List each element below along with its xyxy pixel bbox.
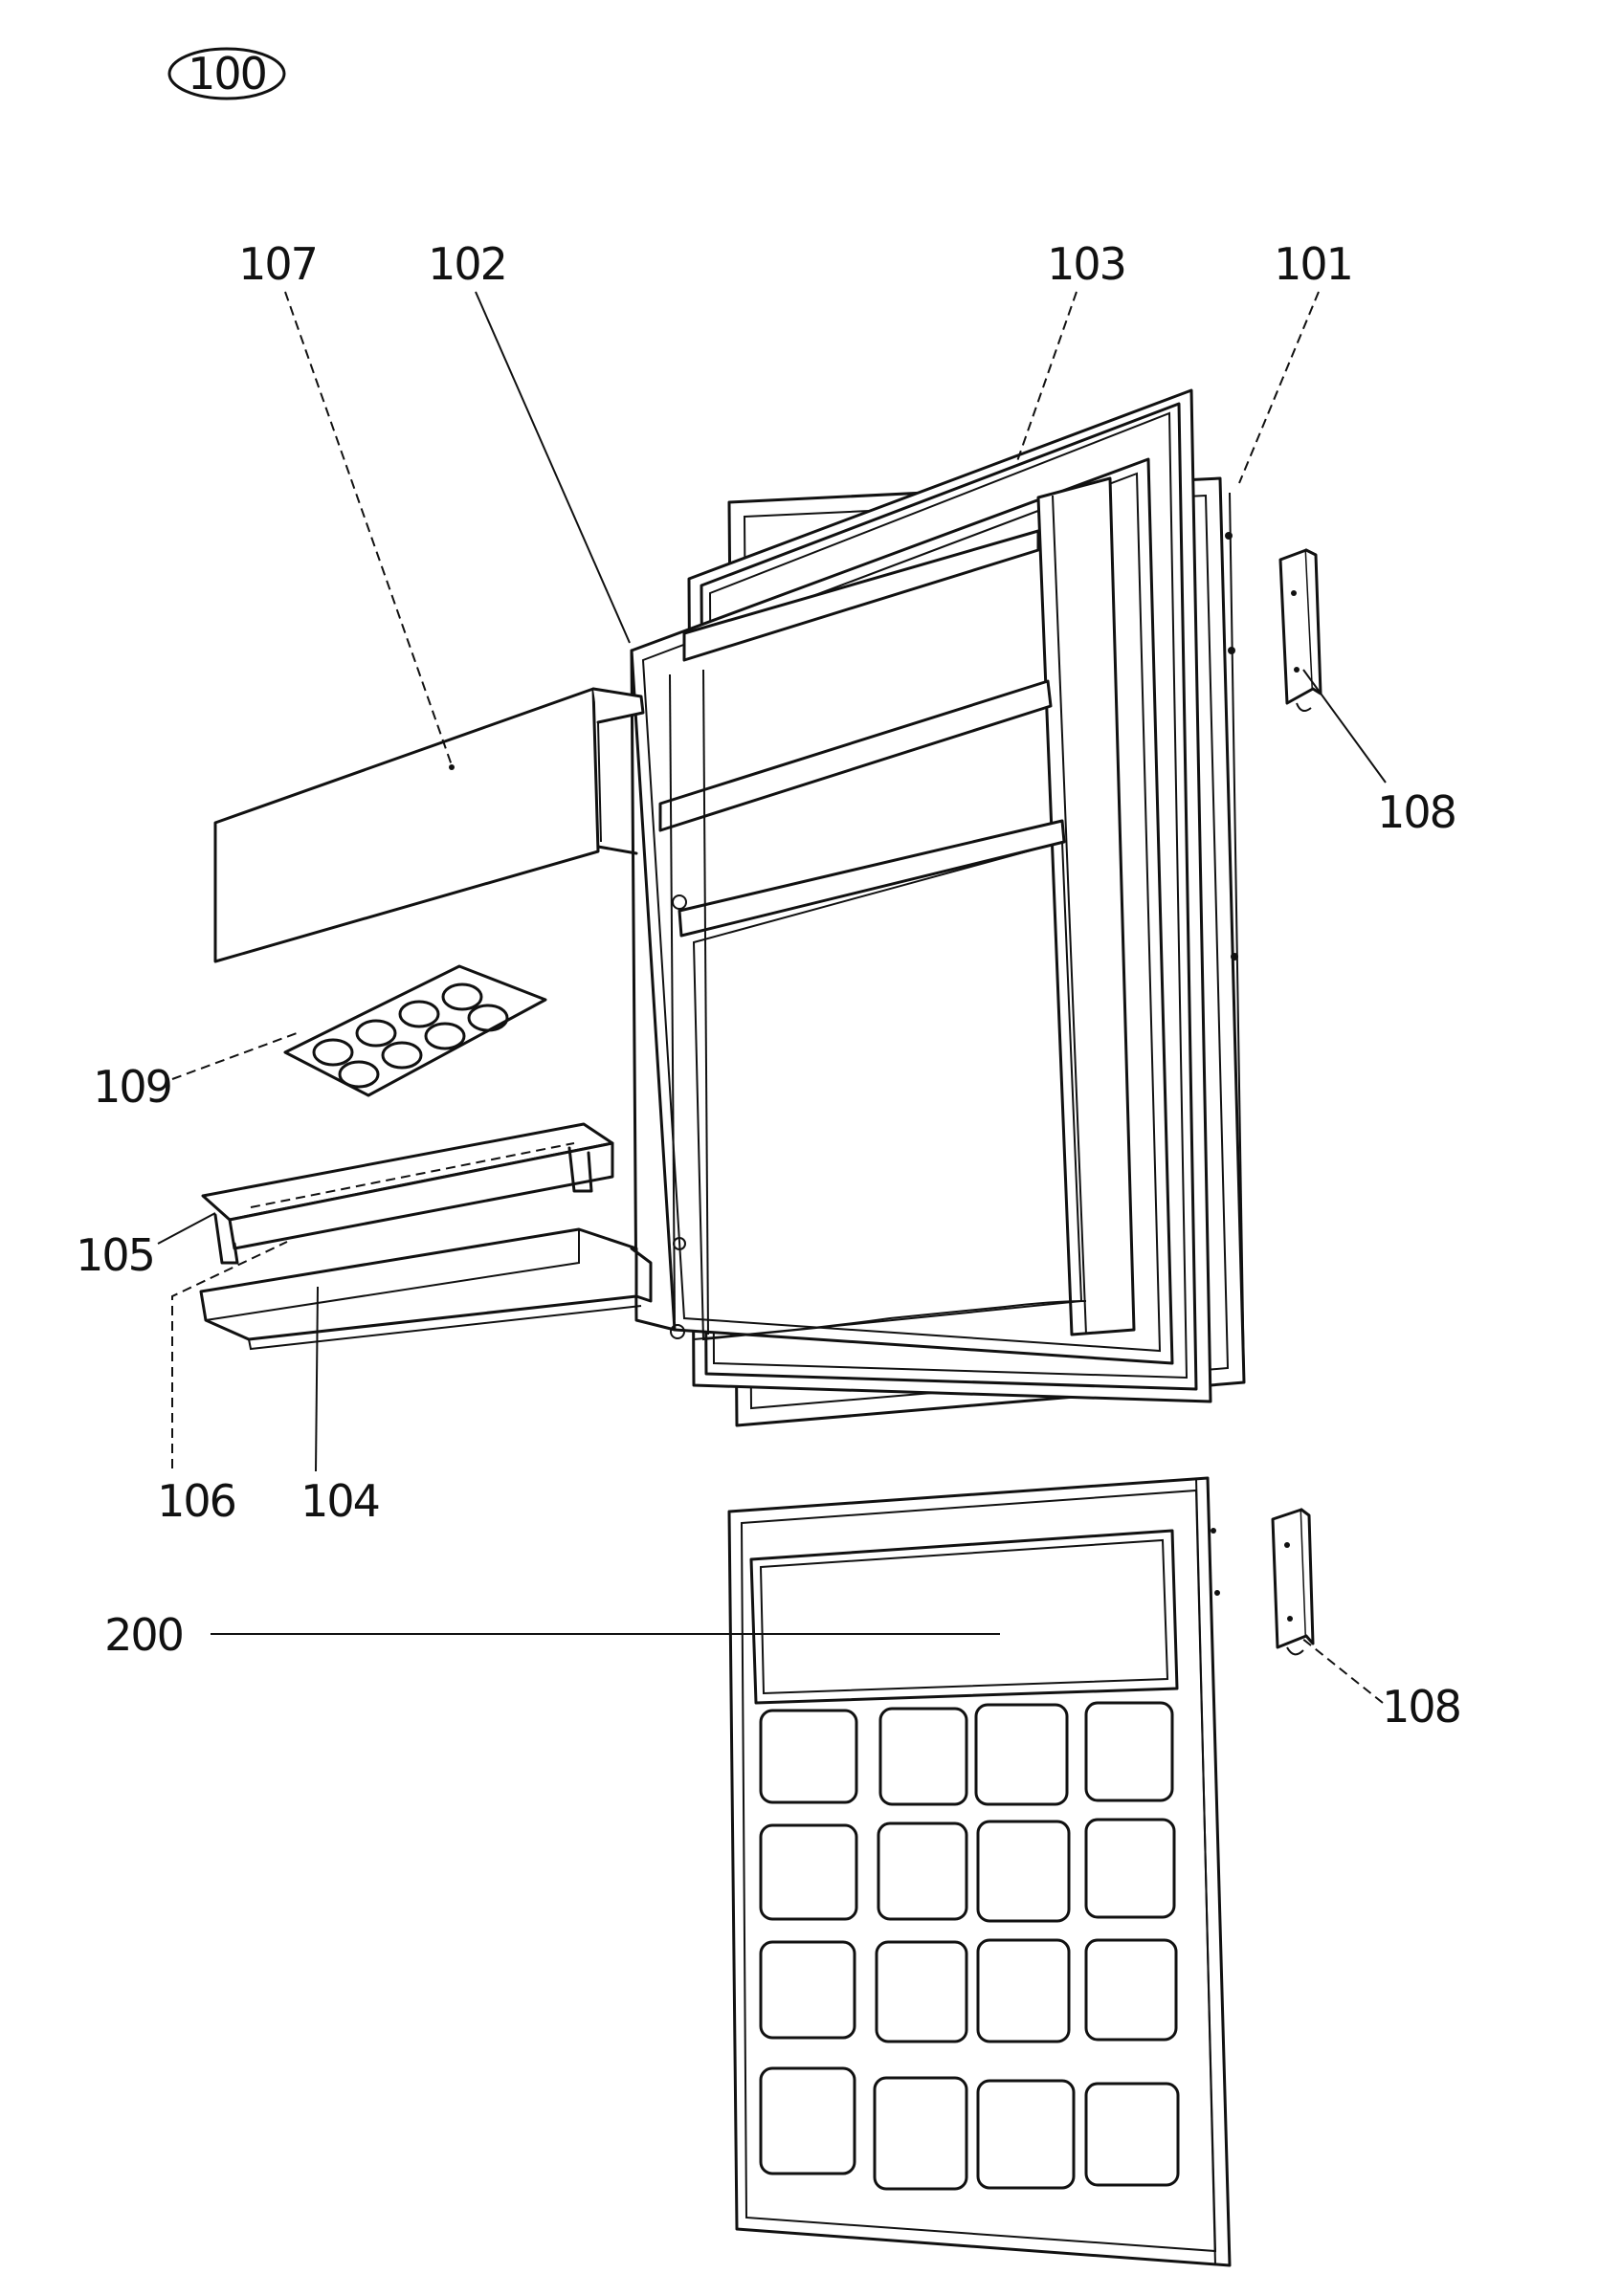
label-105: 105 bbox=[76, 1229, 154, 1281]
label-102: 102 bbox=[428, 238, 506, 290]
figure-number-label: 100 bbox=[188, 48, 266, 99]
front-panel-200 bbox=[727, 1476, 1232, 2267]
label-200: 200 bbox=[104, 1609, 183, 1661]
label-106: 106 bbox=[157, 1475, 235, 1527]
shelf-rail-105 bbox=[201, 1122, 614, 1265]
hinge-108-top bbox=[1278, 548, 1322, 713]
label-108-bottom: 108 bbox=[1382, 1681, 1460, 1733]
bottom-bin-104 bbox=[199, 1227, 653, 1351]
hinge-108-bottom bbox=[1271, 1508, 1315, 1656]
label-104: 104 bbox=[300, 1475, 379, 1527]
label-108-top: 108 bbox=[1377, 786, 1455, 838]
label-101: 101 bbox=[1274, 238, 1352, 290]
egg-tray-109 bbox=[283, 964, 547, 1097]
button-grid bbox=[759, 1701, 1180, 2191]
shelf-cover-107 bbox=[213, 687, 645, 963]
reference-numerals: 107 102 103 101 108 109 105 106 104 200 … bbox=[76, 238, 1462, 1733]
label-109: 109 bbox=[93, 1061, 171, 1113]
leader-lines bbox=[157, 291, 1387, 1704]
inner-door-liner-102 bbox=[630, 457, 1174, 1365]
label-107: 107 bbox=[238, 238, 317, 290]
label-103: 103 bbox=[1047, 238, 1125, 290]
figure-number-oval bbox=[167, 47, 286, 100]
